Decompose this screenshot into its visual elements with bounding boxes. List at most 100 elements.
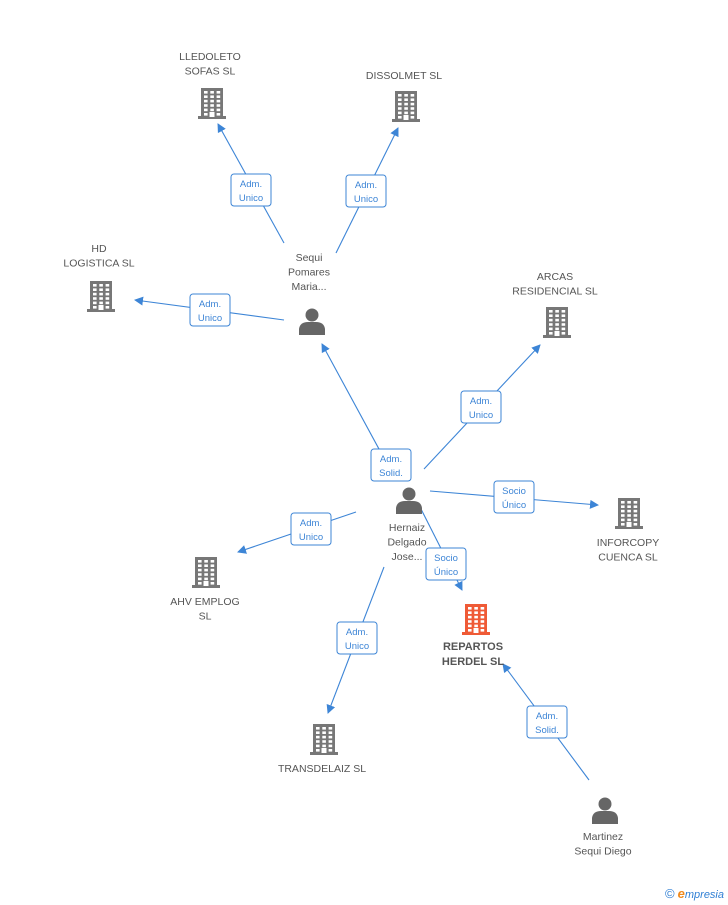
- edge-label-hernaiz-to-sequi[interactable]: Adm.Solid.: [370, 448, 412, 482]
- node-transdelaiz[interactable]: TRANSDELAIZ SL: [278, 724, 366, 775]
- person-icon[interactable]: [299, 308, 325, 336]
- node-label[interactable]: HD: [91, 243, 107, 255]
- edge-label-sequi-to-dissolmet[interactable]: Adm.Unico: [345, 174, 387, 208]
- node-label[interactable]: CUENCA SL: [598, 552, 658, 564]
- building-window: [105, 301, 110, 305]
- node-sequi[interactable]: SequiPomaresMaria...: [288, 252, 330, 335]
- edge-label-text: Unico: [354, 194, 378, 205]
- building-window: [410, 94, 415, 97]
- node-label[interactable]: SOFAS SL: [185, 66, 236, 78]
- edge-label-box[interactable]: [189, 293, 231, 327]
- building-window: [204, 568, 208, 572]
- building-window: [404, 98, 408, 101]
- node-label[interactable]: Sequi Diego: [574, 846, 631, 858]
- edge-label-sequi-to-lledoleto[interactable]: Adm.Unico: [230, 173, 272, 207]
- node-label[interactable]: Delgado: [387, 537, 426, 549]
- node-label[interactable]: TRANSDELAIZ SL: [278, 763, 366, 775]
- node-label[interactable]: Hernaiz: [389, 522, 425, 534]
- edge-label-sequi-to-hd[interactable]: Adm.Unico: [189, 293, 231, 327]
- empresia-watermark[interactable]: ©empresia: [665, 886, 724, 901]
- building-base: [392, 119, 420, 122]
- building-window: [561, 327, 566, 331]
- building-window: [633, 505, 638, 508]
- building-icon[interactable]: [392, 91, 420, 122]
- node-label[interactable]: Martinez: [583, 831, 623, 843]
- building-window: [204, 573, 208, 576]
- edge-label-text: Adm.: [346, 627, 368, 638]
- building-window: [198, 582, 202, 585]
- edge-label-box[interactable]: [345, 174, 387, 208]
- node-ahv[interactable]: AHV EMPLOG SL: [170, 557, 240, 623]
- node-arcas[interactable]: ARCAS RESIDENCIAL SL: [512, 271, 598, 338]
- node-lledoleto[interactable]: LLEDOLETO SOFAS SL: [179, 51, 241, 119]
- person-icon[interactable]: [396, 487, 422, 515]
- building-window: [204, 91, 208, 94]
- node-inforcopy[interactable]: INFORCOPY CUENCA SL: [597, 498, 659, 564]
- building-base: [543, 335, 571, 338]
- node-label[interactable]: Maria...: [291, 281, 326, 293]
- edge-label-martinez-to-repartos[interactable]: Adm.Solid.: [526, 705, 568, 739]
- building-window: [555, 314, 559, 317]
- edge-label-box[interactable]: [460, 390, 502, 424]
- edge-label-text: Adm.: [240, 179, 262, 190]
- building-icon[interactable]: [615, 498, 643, 529]
- node-label[interactable]: ARCAS: [537, 271, 573, 283]
- building-window: [322, 727, 326, 730]
- building-window: [210, 108, 214, 112]
- building-window: [398, 102, 402, 106]
- node-label[interactable]: LOGISTICA SL: [63, 258, 134, 270]
- building-icon[interactable]: [543, 307, 571, 338]
- edges-layer: [134, 123, 599, 781]
- building-window: [621, 514, 625, 517]
- building-window: [398, 111, 402, 115]
- building-icon[interactable]: [310, 724, 338, 755]
- edge-label-hernaiz-to-transdelaiz[interactable]: Adm. Unico: [336, 621, 378, 655]
- node-label[interactable]: Pomares: [288, 267, 330, 279]
- edge-label-hernaiz-to-ahv[interactable]: Adm.Unico: [290, 512, 332, 546]
- building-icon[interactable]: [87, 281, 115, 312]
- edge-label-box[interactable]: [425, 547, 467, 581]
- node-hernaiz[interactable]: HernaizDelgadoJose...: [387, 487, 427, 564]
- edge-label-box[interactable]: [370, 448, 412, 482]
- building-icon[interactable]: [192, 557, 220, 588]
- node-label[interactable]: HERDEL SL: [442, 656, 504, 668]
- building-window: [198, 568, 202, 572]
- node-label[interactable]: LLEDOLETO: [179, 51, 241, 63]
- node-repartos[interactable]: REPARTOS HERDEL SL: [442, 604, 504, 668]
- edge-label-box[interactable]: [290, 512, 332, 546]
- building-window: [216, 108, 221, 112]
- building-window: [561, 314, 566, 317]
- building-icon[interactable]: [198, 88, 226, 119]
- building-window: [316, 735, 320, 739]
- building-door: [209, 112, 215, 117]
- building-window: [555, 310, 559, 313]
- node-label[interactable]: INFORCOPY: [597, 537, 659, 549]
- node-label[interactable]: SL: [199, 611, 212, 623]
- node-label[interactable]: Jose...: [392, 551, 423, 563]
- person-icon[interactable]: [592, 797, 618, 825]
- edge-label-box[interactable]: [230, 173, 272, 207]
- node-hd[interactable]: HD LOGISTICA SL: [63, 243, 135, 312]
- edge-label-box[interactable]: [526, 705, 568, 739]
- edge-label-box[interactable]: [493, 480, 535, 514]
- building-icon[interactable]: [462, 604, 490, 635]
- node-label[interactable]: AHV EMPLOG: [170, 596, 239, 608]
- building-window: [474, 607, 478, 610]
- building-window: [198, 560, 202, 563]
- node-label[interactable]: REPARTOS: [443, 641, 503, 653]
- building-window: [468, 624, 472, 628]
- node-dissolmet[interactable]: DISSOLMET SL: [366, 70, 442, 122]
- building-window: [549, 332, 553, 335]
- edge-label-box[interactable]: [336, 621, 378, 655]
- building-window: [210, 99, 214, 103]
- node-label[interactable]: RESIDENCIAL SL: [512, 286, 598, 298]
- node-label[interactable]: Sequi: [296, 252, 323, 264]
- edge-label-hernaiz-to-arcas[interactable]: Adm.Unico: [460, 390, 502, 424]
- building-window: [561, 310, 566, 313]
- edge-label-text: Unico: [345, 641, 369, 652]
- node-label[interactable]: DISSOLMET SL: [366, 70, 442, 82]
- building-window: [216, 95, 221, 98]
